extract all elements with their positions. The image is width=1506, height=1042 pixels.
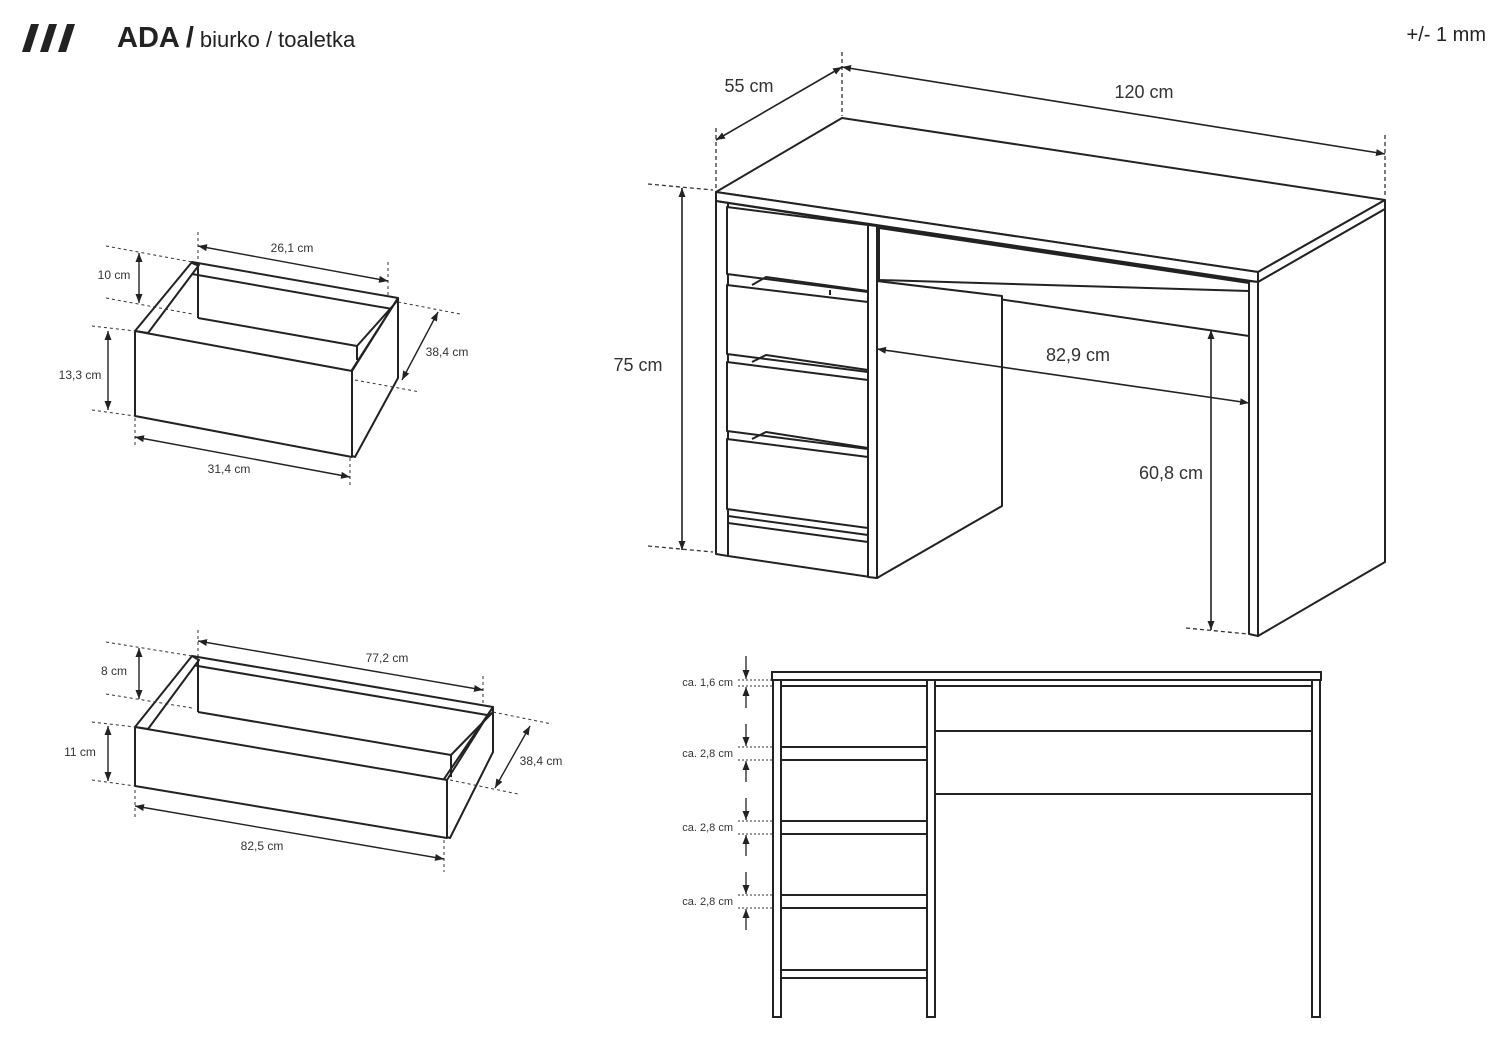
wide-drawer-left-side xyxy=(134,655,200,730)
small-drawer-right-side xyxy=(349,297,399,458)
dim-line-width xyxy=(841,64,1386,157)
wide-drawer-front-iso xyxy=(878,227,1250,292)
wide-drawer-front xyxy=(134,726,448,839)
small-drawer-front-height-label: 13,3 cm xyxy=(59,368,102,382)
desk-column-partition xyxy=(867,224,878,579)
small-drawer-depth-label: 38,4 cm xyxy=(426,345,469,359)
small-drawer-front-width-label: 31,4 cm xyxy=(208,462,251,476)
dim-line-knee-width xyxy=(876,346,1250,406)
desk-depth-label: 55 cm xyxy=(724,76,773,96)
drawer-front-4 xyxy=(726,438,869,529)
desk-front-elevation xyxy=(771,671,1322,1018)
desk-column-side xyxy=(876,280,1003,579)
knee-height-label: 60,8 cm xyxy=(1139,463,1203,483)
wide-drawer-dimension-lines xyxy=(104,639,531,861)
small-drawer-dimension-lines xyxy=(104,244,439,479)
wide-drawer-drawing xyxy=(134,655,494,839)
tolerance-note: +/- 1 mm xyxy=(1406,24,1486,46)
wide-drawer-back xyxy=(191,655,494,717)
product-name: ADA xyxy=(117,22,180,54)
wide-drawer-inner-height-label: 8 cm xyxy=(101,664,127,678)
desk-width-label: 120 cm xyxy=(1114,82,1173,102)
drawer-front-3 xyxy=(726,361,869,450)
front-gap-label-3: ca. 2,8 cm xyxy=(682,822,733,834)
small-drawer-left-side xyxy=(134,261,200,334)
knee-width-label: 82,9 cm xyxy=(1046,345,1110,365)
desk-height-label: 75 cm xyxy=(613,355,662,375)
wide-drawer-inner-width-label: 77,2 cm xyxy=(366,651,409,665)
front-gap-label-1: ca. 1,6 cm xyxy=(682,677,733,689)
front-gap-extension-lines xyxy=(738,679,773,909)
brand-logo-icon xyxy=(22,24,75,52)
small-drawer-drawing xyxy=(134,261,399,458)
desk-right-panel-front xyxy=(1248,280,1259,637)
desk-dimension-lines xyxy=(678,64,1386,630)
small-drawer-inner-height-label: 10 cm xyxy=(98,268,131,282)
wide-drawer-depth-label: 38,4 cm xyxy=(520,754,563,768)
small-drawer-back xyxy=(191,261,399,311)
front-gap-label-2: ca. 2,8 cm xyxy=(682,748,733,760)
front-top xyxy=(771,671,1322,681)
front-middle-panel xyxy=(926,679,936,1018)
front-left-panel xyxy=(772,679,782,1018)
wide-drawer-front-height-label: 11 cm xyxy=(64,745,96,759)
product-subtitle: biurko / toaletka xyxy=(199,27,356,52)
small-drawer-front xyxy=(134,330,353,458)
front-gap-label-4: ca. 2,8 cm xyxy=(682,896,733,908)
wide-drawer-front-width-label: 82,5 cm xyxy=(241,839,284,853)
desk-isometric-view xyxy=(715,117,1386,637)
desk-right-panel-side xyxy=(1257,208,1386,637)
drawer-front-1 xyxy=(726,206,869,293)
small-drawer-inner-width-label: 26,1 cm xyxy=(271,241,314,255)
title-separator: / xyxy=(185,22,194,54)
dim-line-depth xyxy=(715,66,843,141)
drawer-front-2 xyxy=(726,284,869,373)
page-title: ADA/biurko / toaletka xyxy=(117,22,355,55)
front-right-panel xyxy=(1311,679,1321,1018)
